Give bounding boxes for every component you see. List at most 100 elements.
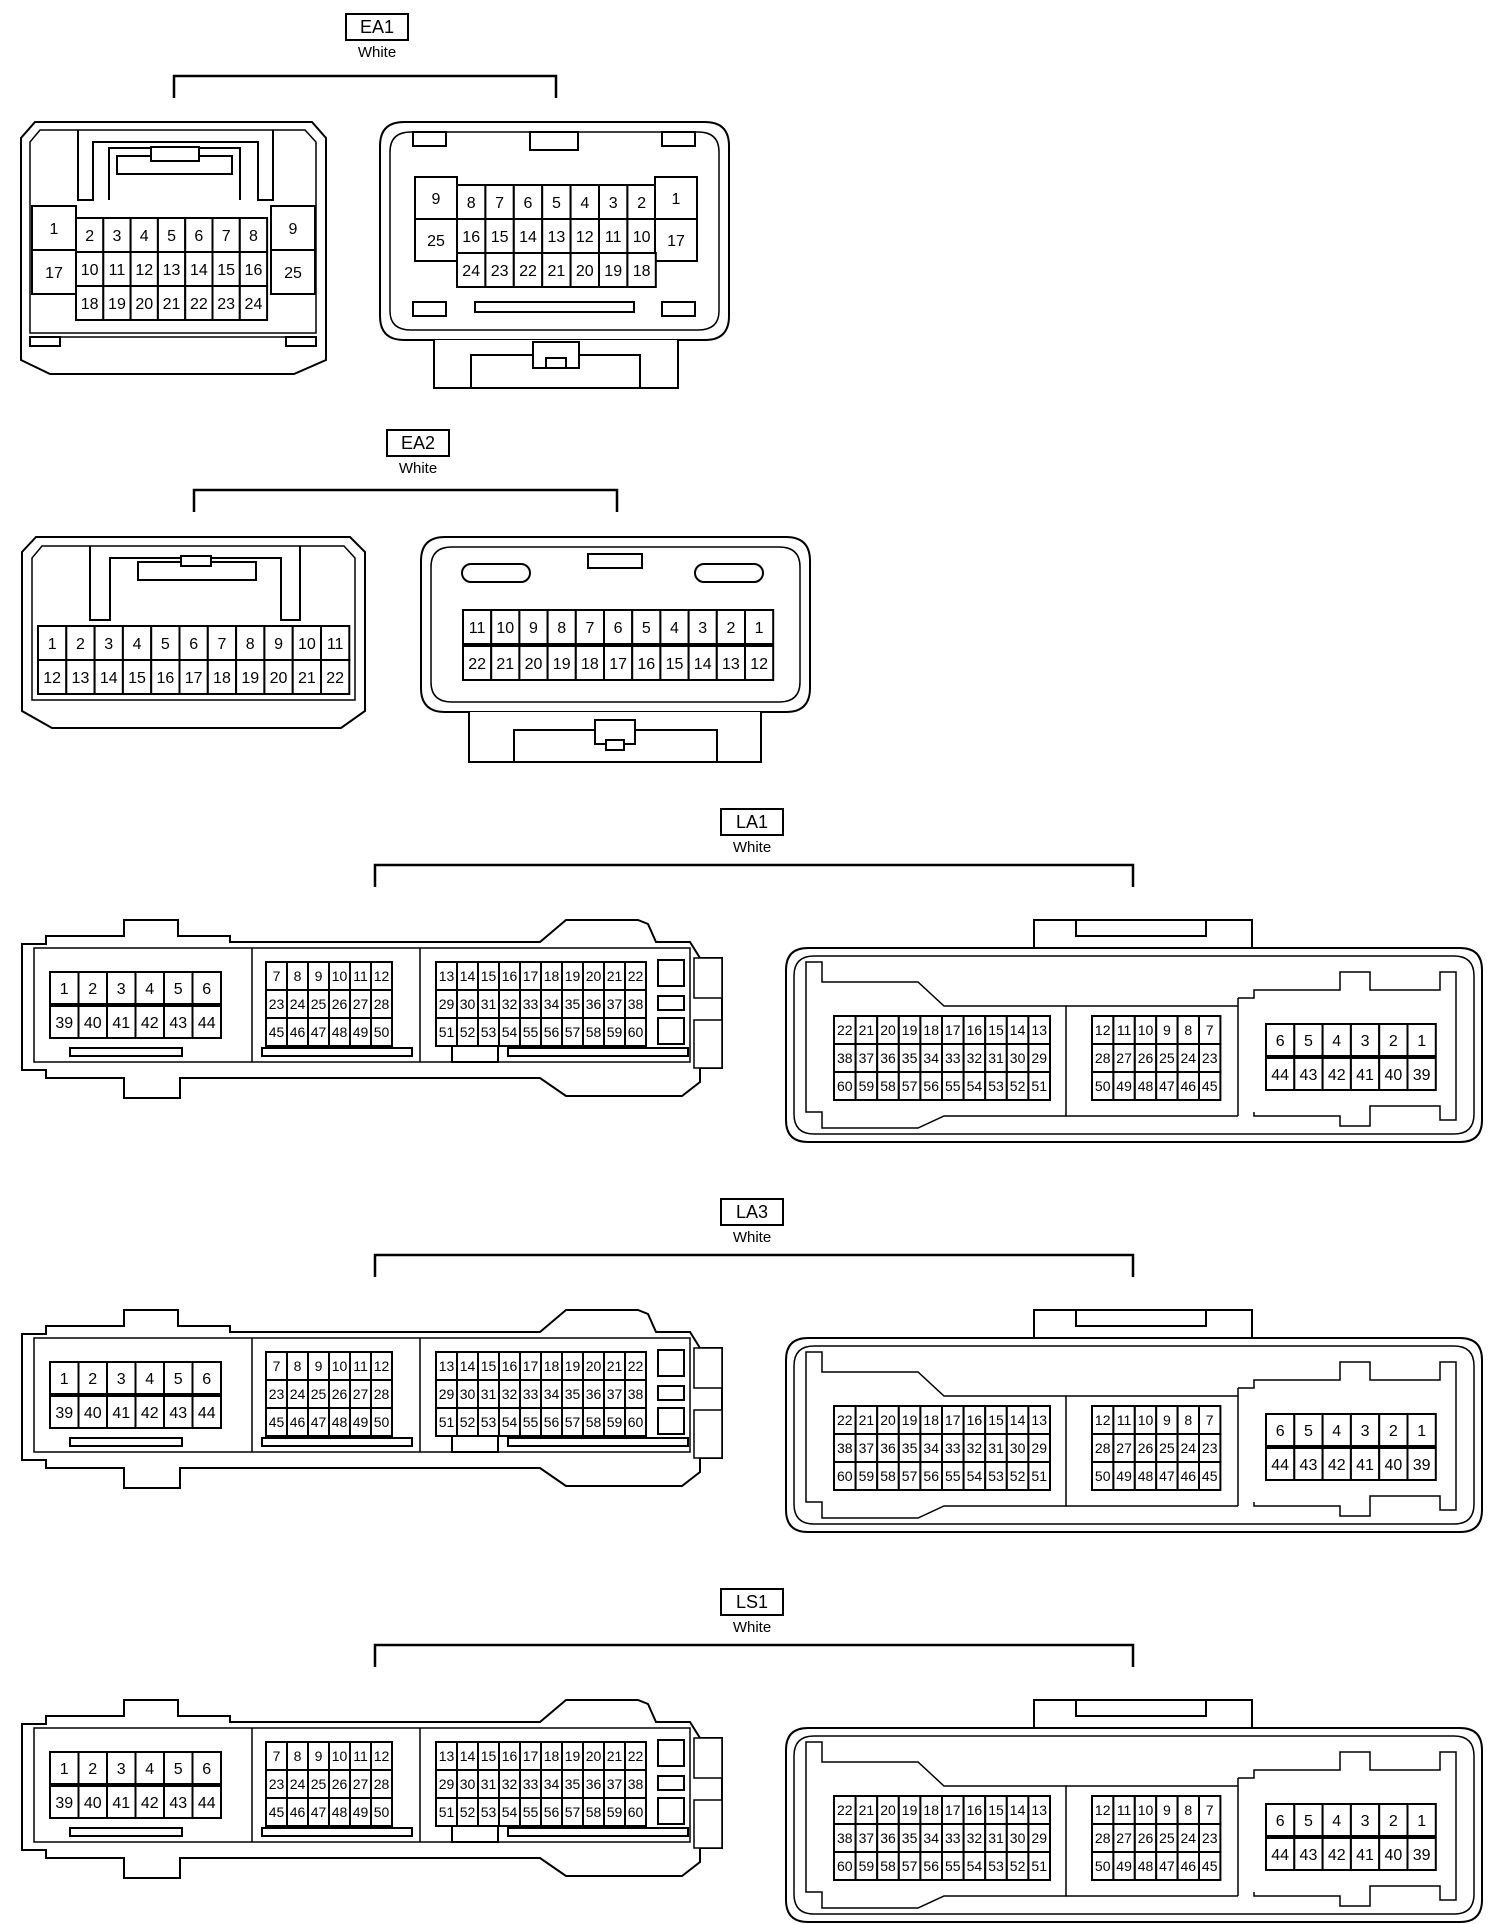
pin-number: 18 [544, 1358, 560, 1374]
pin-cell: 41 [1349, 1837, 1381, 1871]
housing-part [693, 1737, 723, 1779]
housing-part [285, 336, 317, 347]
pin-number: 51 [439, 1414, 455, 1430]
pin-cell: 39 [49, 1395, 80, 1429]
pin-cell: 4 [1321, 1023, 1352, 1057]
pin-number: 15 [217, 262, 235, 279]
pin-cell: 41 [1349, 1447, 1381, 1481]
pin-cell: 9 [307, 1741, 330, 1771]
housing-outline [1238, 1361, 1457, 1517]
pin-number: 28 [1095, 1050, 1111, 1066]
pin-cell: 17 [654, 218, 698, 262]
pin-cavity [106, 1361, 137, 1395]
pin-cell: 2 [626, 184, 657, 220]
pin-cell: 52 [456, 1407, 479, 1437]
pin-cell: 29 [1027, 1433, 1052, 1463]
pin-number: 14 [190, 262, 208, 279]
pin-number: 34 [923, 1830, 939, 1846]
pin-cell: 23 [211, 285, 241, 321]
pin-cell: 9 [518, 609, 549, 645]
pin-number: 49 [1116, 1858, 1132, 1874]
pin-number: 23 [1202, 1440, 1218, 1456]
pin-number: 4 [145, 1371, 154, 1388]
pin-number: 40 [1384, 1847, 1402, 1864]
pin-cell: 60 [833, 1071, 857, 1101]
pin-number: 18 [544, 968, 560, 984]
pin-cell: 50 [1091, 1461, 1115, 1491]
pin-number: 10 [81, 262, 99, 279]
pin-cavity [462, 609, 493, 645]
pin-cell: 37 [854, 1433, 879, 1463]
pin-cell: 9 [414, 176, 458, 220]
pin-cell: 18 [540, 961, 563, 991]
pin-number: 2 [76, 636, 85, 653]
pin-cell: 7 [265, 1351, 288, 1381]
pin-number: 37 [859, 1440, 875, 1456]
pin-cell: 36 [876, 1433, 900, 1463]
pin-cell: 10 [75, 251, 105, 287]
pin-number: 39 [1413, 1067, 1431, 1084]
pin-number: 21 [548, 263, 566, 280]
pin-cell: 18 [626, 252, 657, 288]
pin-cell: 7 [206, 625, 238, 661]
pin-cell: 5 [1293, 1413, 1324, 1447]
pin-number: 2 [88, 981, 97, 998]
pin-number: 29 [1031, 1440, 1047, 1456]
pin-cavity [184, 285, 214, 321]
pin-cell: 5 [150, 625, 181, 661]
pin-number: 19 [565, 968, 581, 984]
pin-cavity [1265, 1837, 1296, 1871]
pin-number: 16 [967, 1412, 983, 1428]
pin-cavity [626, 218, 657, 254]
pin-cell: 11 [598, 218, 629, 254]
pin-number: 59 [607, 1414, 623, 1430]
pin-number: 4 [670, 620, 679, 637]
pin-number: 7 [273, 1358, 281, 1374]
pin-cell: 53 [984, 1071, 1008, 1101]
pin-cavity [235, 659, 266, 695]
pin-number: 13 [439, 968, 455, 984]
pin-number: 58 [880, 1078, 896, 1094]
pin-number: 42 [141, 1405, 159, 1422]
pin-cell: 33 [941, 1043, 965, 1073]
pin-number: 4 [1332, 1813, 1341, 1830]
pin-cell: 34 [919, 1823, 944, 1853]
pin-cell: 19 [561, 1351, 584, 1381]
pin-number: 43 [1300, 1847, 1318, 1864]
pin-number: 31 [481, 1386, 497, 1402]
pin-cell: 53 [477, 1017, 500, 1047]
connector-color: White [733, 839, 771, 856]
pin-number: 15 [988, 1412, 1004, 1428]
pin-number: 47 [311, 1804, 327, 1820]
pin-number: 43 [169, 1015, 187, 1032]
pin-cell: 43 [1293, 1837, 1324, 1871]
pin-number: 11 [109, 262, 126, 279]
pin-number: 46 [290, 1804, 306, 1820]
pin-number: 45 [1202, 1468, 1218, 1484]
pin-cell: 53 [984, 1461, 1008, 1491]
pin-number: 40 [1384, 1457, 1402, 1474]
pin-cell: 47 [1155, 1071, 1179, 1101]
housing-part [412, 301, 447, 317]
pin-cell: 7 [1198, 1795, 1222, 1825]
pin-number: 2 [1389, 1033, 1398, 1050]
pin-cell: 6 [184, 217, 214, 253]
pin-cavity [191, 1005, 222, 1039]
pin-number: 12 [1095, 1802, 1111, 1818]
pin-cell: 50 [1091, 1071, 1115, 1101]
pin-cell: 7 [484, 184, 515, 220]
pin-cell: 55 [941, 1071, 965, 1101]
pin-cell: 24 [286, 989, 309, 1019]
pin-cell: 5 [163, 1751, 194, 1785]
pin-cell: 15 [984, 1405, 1008, 1435]
pin-number: 45 [269, 1414, 285, 1430]
housing-part [1075, 919, 1207, 937]
pin-cell: 19 [561, 961, 584, 991]
pin-cell: 23 [265, 989, 288, 1019]
pin-cell: 56 [919, 1851, 944, 1881]
pin-cell: 15 [121, 659, 153, 695]
pin-cell: 37 [603, 1769, 626, 1799]
pin-number: 31 [481, 1776, 497, 1792]
pin-cell: 1 [654, 176, 698, 220]
